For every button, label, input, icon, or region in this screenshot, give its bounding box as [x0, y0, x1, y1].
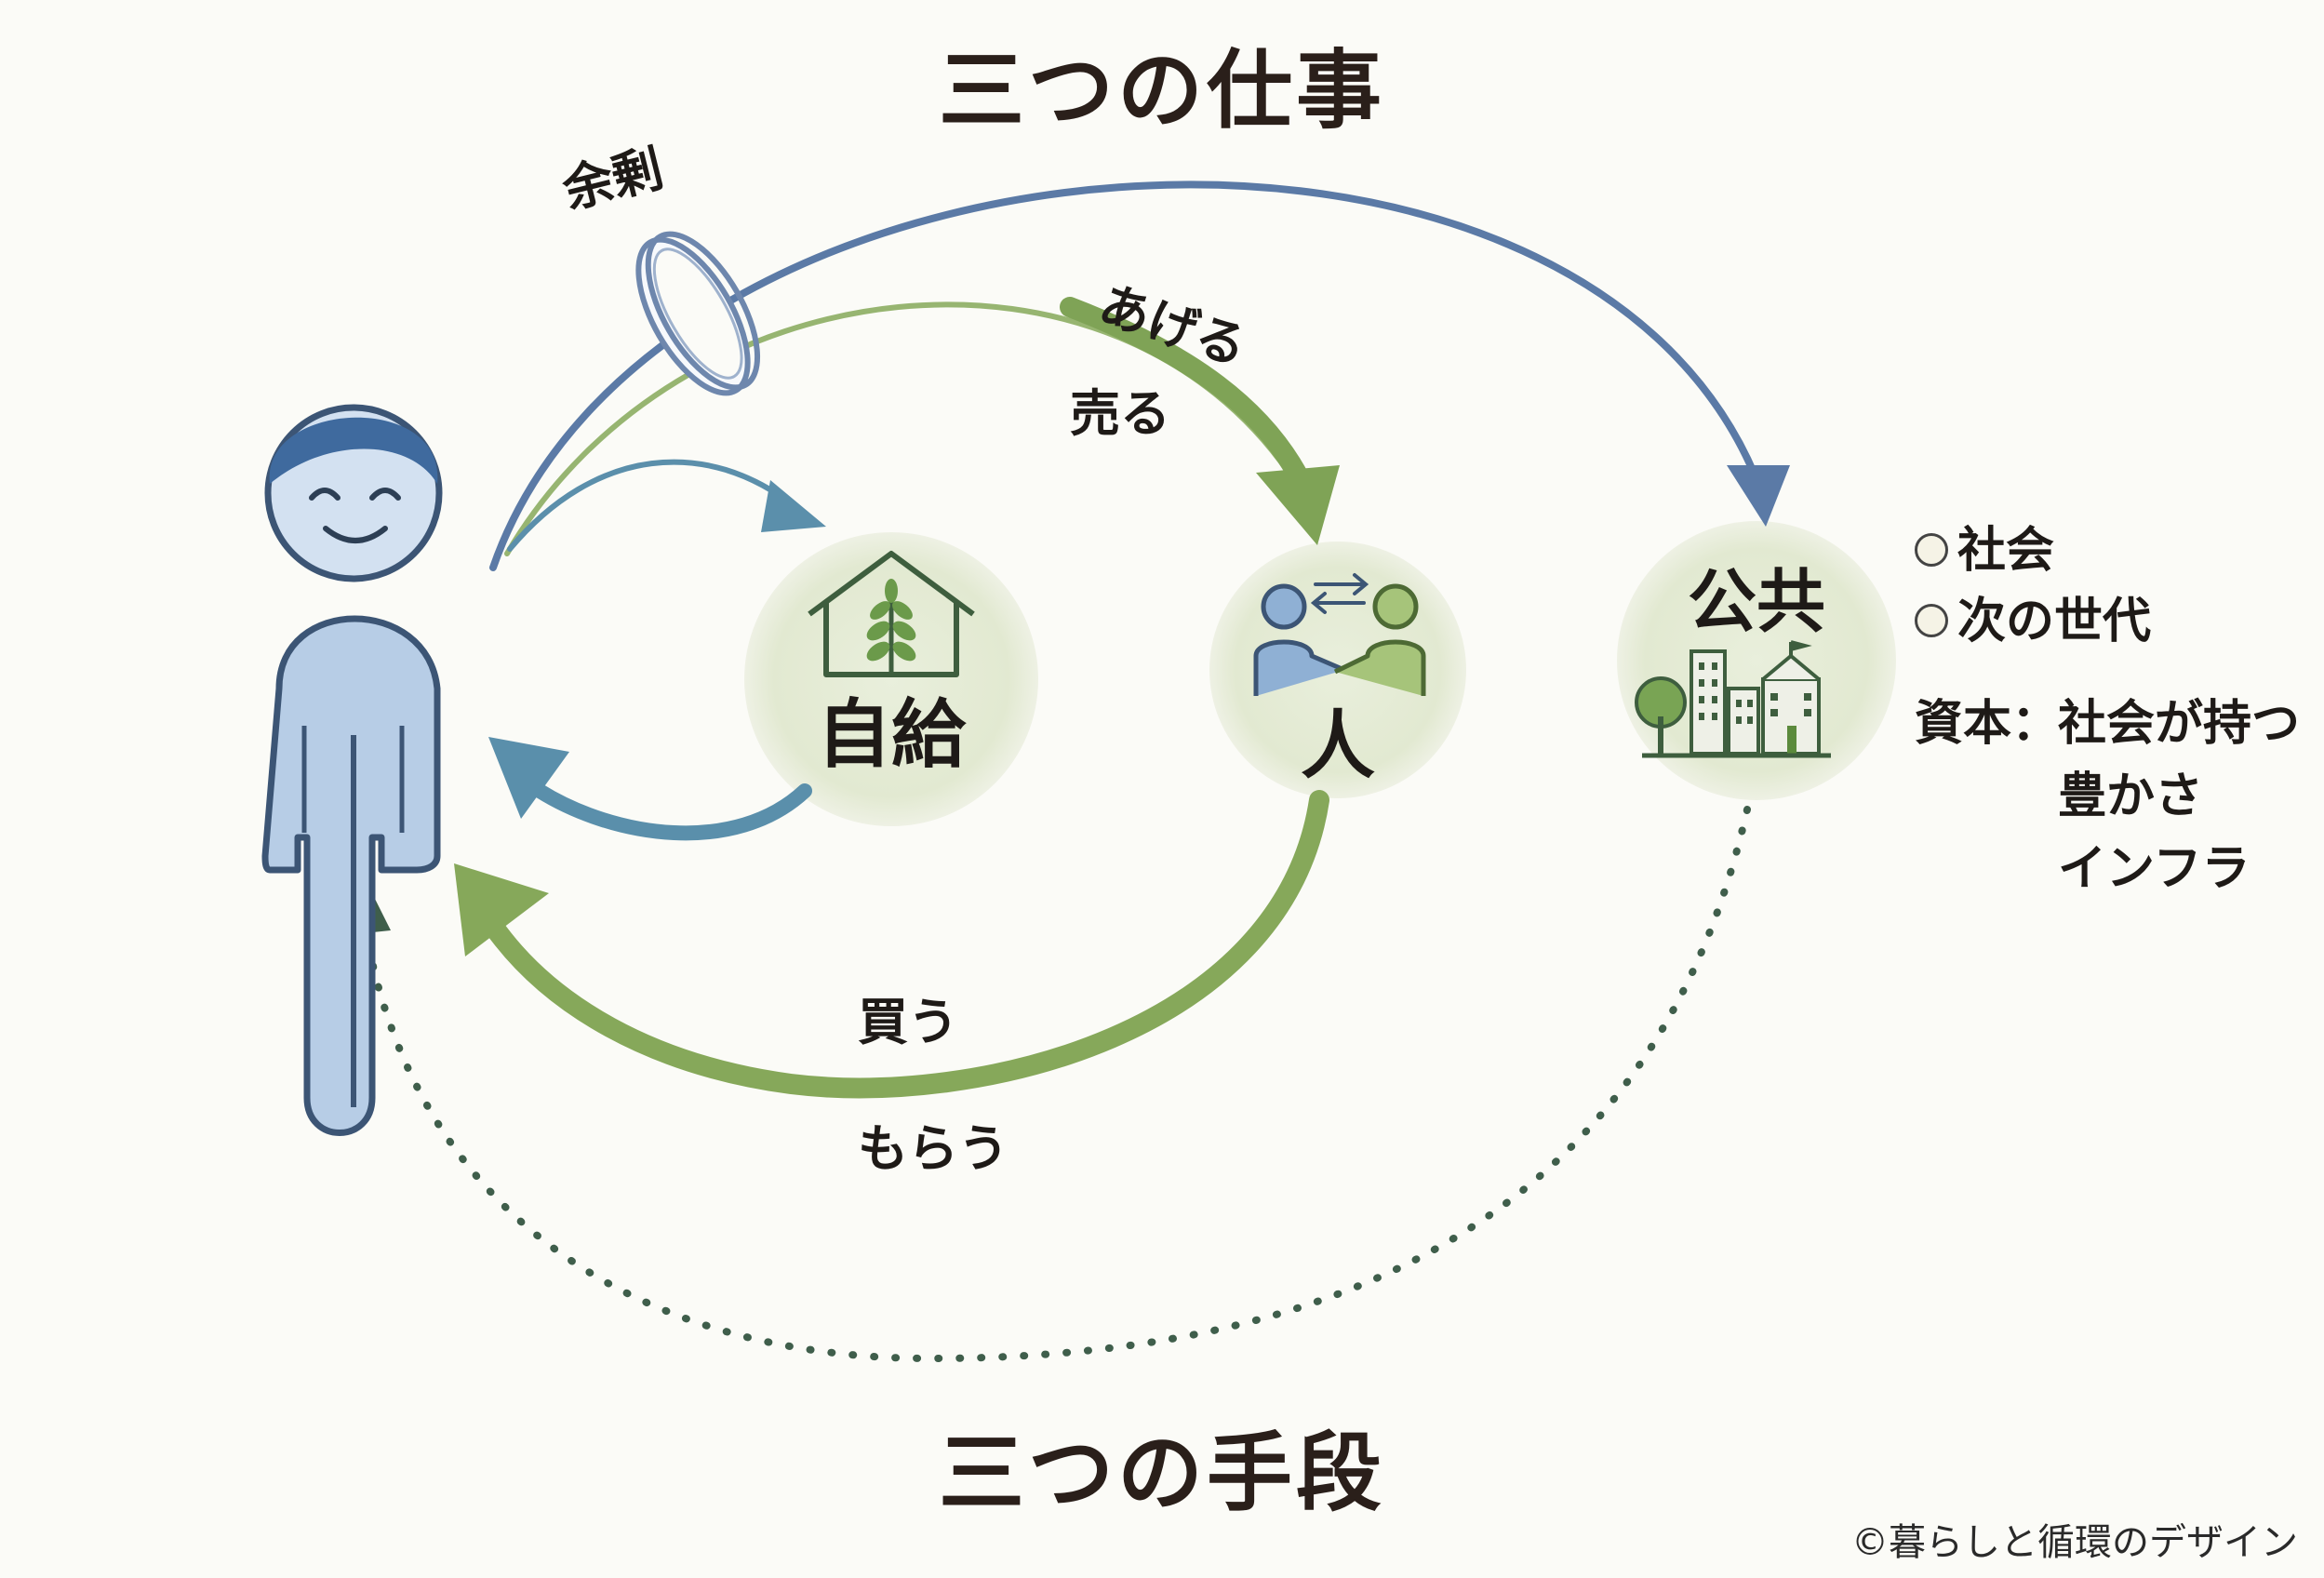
public-note-society: 社会	[1915, 527, 2054, 575]
sell-label: 売る	[1070, 384, 1170, 443]
self-supply-node	[744, 532, 1038, 826]
self-supply-return-arrow	[488, 737, 812, 841]
self-supply-label: 自給	[817, 691, 966, 778]
bottom-title: 三つの手段	[938, 1424, 1386, 1523]
copyright-credit: ©暮らしと循環のデザイン	[1851, 1521, 2298, 1564]
public-return-dotted-arrow	[337, 806, 1751, 1363]
buy-label: 買う	[858, 993, 958, 1051]
capital-line-2: 豊かさ	[2058, 769, 2204, 824]
top-title: 三つの仕事	[938, 41, 1386, 140]
person-figure-icon	[261, 404, 443, 1136]
city-buildings-icon	[1635, 640, 1831, 758]
surplus-ring-icon	[635, 231, 761, 396]
person-label: 人	[1301, 702, 1375, 789]
give-sell-arrow	[504, 297, 1340, 556]
public-node	[1617, 521, 1896, 800]
bullet-icon	[1915, 604, 1948, 637]
handshake-exchange-icon	[1253, 573, 1426, 696]
capital-label: 資本：	[1915, 696, 2061, 752]
capital-line-3: インフラ	[2058, 841, 2251, 897]
public-note-next-generation: 次の世代	[1915, 597, 2151, 646]
receive-label: もらう	[858, 1119, 1008, 1178]
house-sprout-icon	[808, 551, 975, 677]
bullet-icon	[1915, 533, 1948, 567]
capital-line-1: 社会が持つ	[2058, 696, 2301, 752]
self-supply-out-arrow	[507, 459, 826, 552]
public-label: 公共	[1688, 562, 1825, 642]
buy-receive-arrow	[454, 790, 1329, 1099]
public-work-arrow	[489, 181, 1790, 571]
